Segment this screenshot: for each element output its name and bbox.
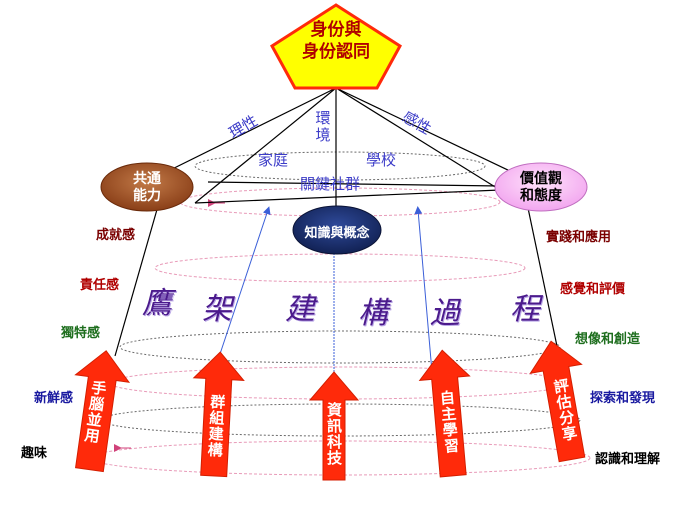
identity-line1: 身份與 [310,20,362,40]
knowledge-concepts-node [292,205,382,255]
label-school: 學校 [366,151,397,169]
left-label-achievement: 成就感 [96,228,136,243]
common-ability-label: 共通 能力 [117,171,177,205]
right-label-understand: 認識和理解 [595,452,661,467]
values-line2: 和態度 [520,188,562,204]
common-ability-line2: 能力 [133,188,161,204]
label-family: 家庭 [258,151,289,169]
label-environment-text: 環境 [315,109,331,144]
values-attitudes-node [494,162,588,212]
common-ability-line1: 共通 [133,171,161,187]
arrow-label-it: 資訊科技 [325,402,343,466]
arrow-center [308,371,360,481]
knowledge-concepts-label: 知識與概念 [304,226,370,241]
identity-pentagon [270,3,402,90]
scaffold-char-1: 鷹 [142,286,174,321]
pyramid-lines [114,87,563,371]
scaffold-char-2: 架 [202,292,234,327]
right-label-imagine: 想像和創造 [575,332,641,347]
values-attitudes-label: 價值觀 和態度 [505,171,577,205]
left-label-uniqueness: 獨特感 [61,326,101,341]
arrow-label-group: 群組建構 [205,393,227,459]
left-label-novelty: 新鮮感 [34,391,74,406]
left-label-fun: 趣味 [21,446,48,461]
ring-arrowheads [114,199,225,452]
scaffold-char-6: 程 [510,292,542,327]
scaffold-char-5: 過 [430,296,462,331]
common-ability-node [100,162,194,212]
label-community: 關鍵社群 [300,175,361,193]
label-environment: 環境 [313,110,333,144]
identity-line2: 身份認同 [302,42,370,62]
blue-arrows [211,206,433,379]
red-arrows [74,340,586,481]
scaffold-title: 鷹 架 建 構 過 程 [140,270,560,331]
scaffold-char-3: 建 [285,292,317,327]
left-label-responsibility: 責任感 [80,278,120,293]
right-label-evaluate: 感覺和評價 [560,282,626,297]
right-label-practice: 實踐和應用 [546,230,612,245]
scaffold-char-4: 構 [358,296,390,331]
identity-title: 身份與 身份認同 [286,19,386,63]
values-line1: 價值觀 [520,171,562,187]
right-label-explore: 探索和發現 [590,391,656,406]
